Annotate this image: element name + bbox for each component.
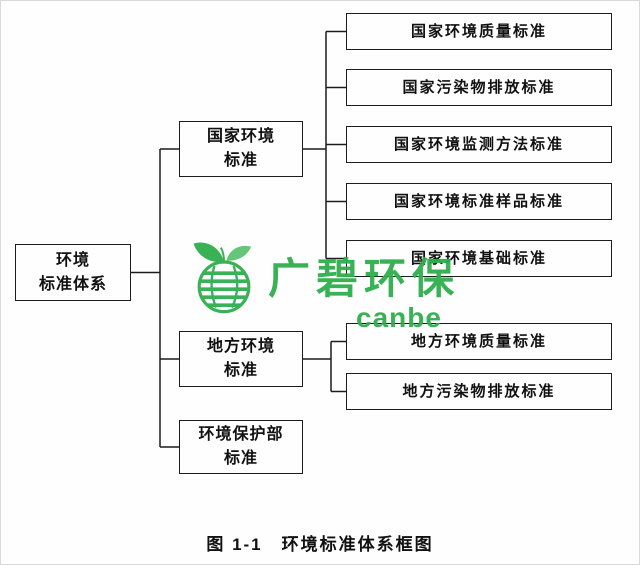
- node-national-monitoring-method-standards: 国家环境监测方法标准: [346, 126, 612, 163]
- node-national-environment-standards: 国家环境 标准: [179, 121, 303, 177]
- node-local-environment-standards: 地方环境 标准: [179, 331, 303, 387]
- node-national-standard-sample-standards: 国家环境标准样品标准: [346, 183, 612, 220]
- node-local-pollutant-discharge-standards: 地方污染物排放标准: [346, 373, 612, 410]
- node-mep-standards: 环境保护部 标准: [179, 420, 303, 474]
- node-national-basic-standards: 国家环境基础标准: [346, 240, 612, 277]
- node-environment-standards-system: 环境 标准体系: [15, 244, 131, 301]
- node-national-pollutant-discharge-standards: 国家污染物排放标准: [346, 69, 612, 106]
- figure-caption: 图 1-1 环境标准体系框图: [206, 535, 434, 554]
- node-national-quality-standards: 国家环境质量标准: [346, 13, 612, 50]
- node-local-quality-standards: 地方环境质量标准: [346, 323, 612, 360]
